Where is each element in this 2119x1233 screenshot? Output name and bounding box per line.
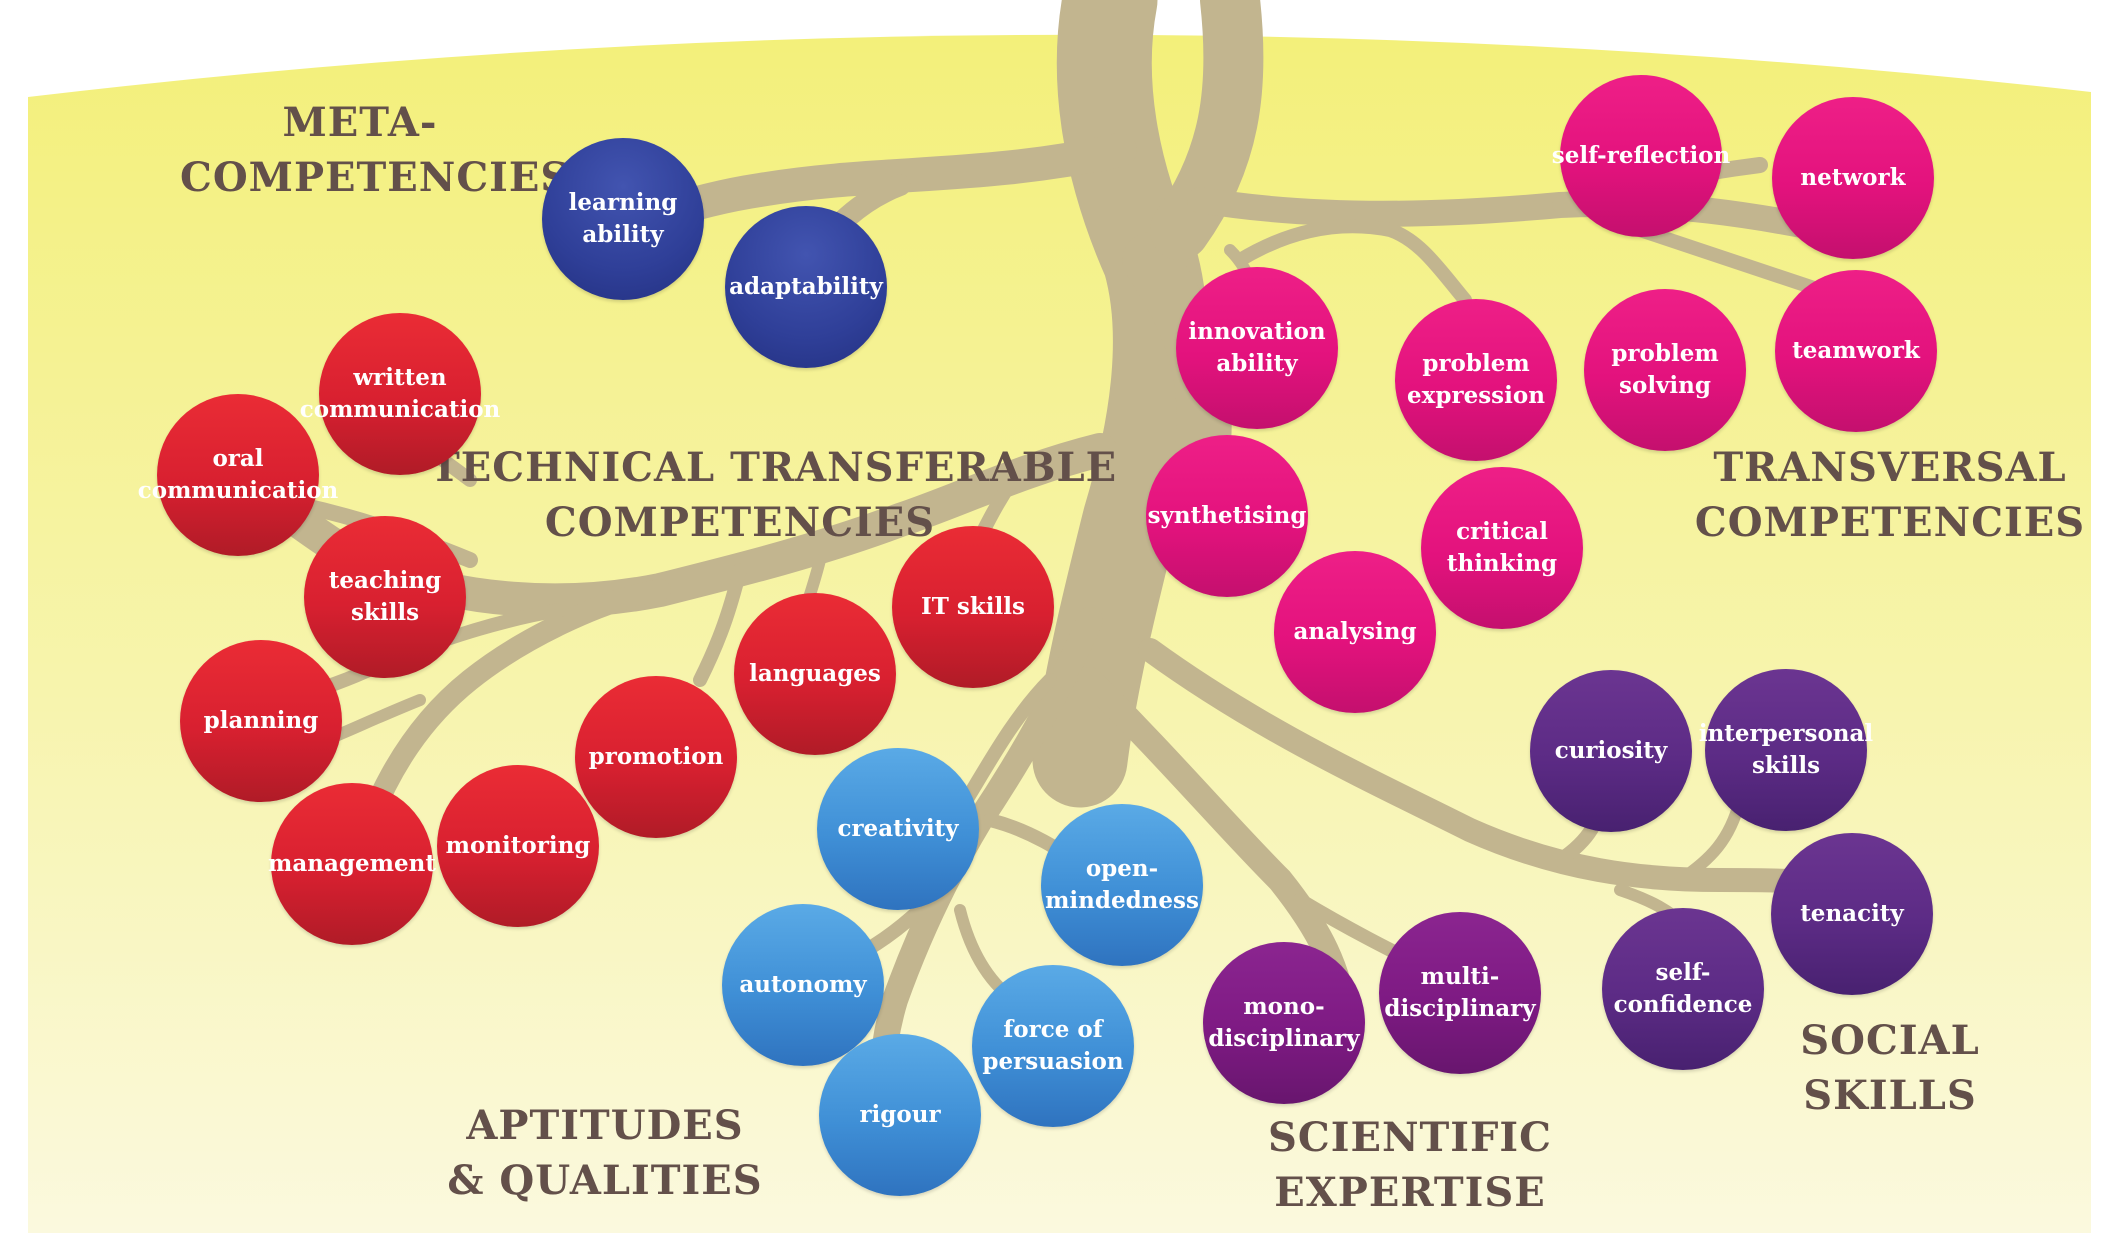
category-label-line: SKILLS xyxy=(1803,1072,1977,1119)
node-label-line: persuasion xyxy=(982,1048,1124,1075)
node-label-line: autonomy xyxy=(739,971,867,998)
node-label-line: problem xyxy=(1611,340,1719,367)
node-label-line: mindedness xyxy=(1045,887,1199,914)
node-force-of-persuasion: force of persuasion xyxy=(972,965,1134,1127)
node-label-line: network xyxy=(1800,164,1906,191)
node-label-line: IT skills xyxy=(921,593,1025,620)
node-label-line: solving xyxy=(1619,372,1711,399)
node-label-line: analysing xyxy=(1293,618,1417,645)
category-label-line: COMPETENCIES xyxy=(180,154,571,201)
category-label-line: EXPERTISE xyxy=(1274,1169,1546,1216)
node-planning: planning xyxy=(180,640,342,802)
node-label-line: critical xyxy=(1456,518,1548,545)
node-label-line: self- xyxy=(1655,959,1711,986)
node-critical-thinking: critical thinking xyxy=(1421,467,1583,629)
node-label-line: oral xyxy=(212,445,264,472)
node-label-line: thinking xyxy=(1446,550,1558,577)
node-analysing: analysing xyxy=(1274,551,1436,713)
node-label-line: skills xyxy=(1751,752,1821,779)
node-mono-disciplinary: mono- disciplinary xyxy=(1203,942,1365,1104)
node-label-line: management xyxy=(268,850,436,877)
category-technical-transferable-competencies: TECHNICAL TRANSFERABLE COMPETENCIES xyxy=(430,440,1118,550)
category-scientific-expertise: SCIENTIFIC EXPERTISE xyxy=(1240,1110,1580,1220)
category-label-line: COMPETENCIES xyxy=(1694,499,2086,546)
node-multi-disciplinary: multi- disciplinary xyxy=(1379,912,1541,1074)
node-curiosity: curiosity xyxy=(1530,670,1692,832)
category-label-line: TRANSVERSAL xyxy=(1713,444,2067,491)
node-learning-ability: learning ability xyxy=(542,138,704,300)
category-label-line: META- xyxy=(282,99,438,146)
node-oral-communication: oral communication xyxy=(138,394,338,556)
node-languages: languages xyxy=(734,593,896,755)
node-label-line: teamwork xyxy=(1792,337,1920,364)
node-label-line: mono- xyxy=(1243,993,1325,1020)
node-label-line: disciplinary xyxy=(1384,995,1536,1022)
category-transversal-competencies: TRANSVERSAL COMPETENCIES xyxy=(1690,440,2090,550)
node-it-skills: IT skills xyxy=(892,526,1054,688)
category-aptitudes-qualities: APTITUDES & QUALITIES xyxy=(420,1098,790,1208)
node-open-mindedness: open- mindedness xyxy=(1041,804,1203,966)
node-teaching-skills: teaching skills xyxy=(304,516,466,678)
node-label-line: expression xyxy=(1407,382,1545,409)
node-teamwork: teamwork xyxy=(1775,270,1937,432)
node-label-line: rigour xyxy=(859,1101,941,1128)
node-network: network xyxy=(1772,97,1934,259)
node-monitoring: monitoring xyxy=(437,765,599,927)
category-label-line: TECHNICAL TRANSFERABLE xyxy=(430,444,1118,491)
node-label-line: ability xyxy=(582,221,664,248)
node-label-line: innovation xyxy=(1188,318,1326,345)
node-label-line: force of xyxy=(1003,1016,1103,1043)
node-label-line: confidence xyxy=(1613,991,1753,1018)
node-innovation-ability: innovation ability xyxy=(1176,267,1338,429)
node-label-line: multi- xyxy=(1420,963,1500,990)
node-label-line: teaching xyxy=(328,567,442,594)
node-label-line: interpersonal xyxy=(1698,720,1874,747)
node-label-line: adaptability xyxy=(729,273,883,300)
node-label-line: self-reflection xyxy=(1551,142,1731,169)
node-label-line: learning xyxy=(568,189,678,216)
node-label-line: monitoring xyxy=(445,832,591,859)
node-label-line: tenacity xyxy=(1800,900,1904,927)
node-label-line: open- xyxy=(1085,855,1159,882)
node-label-line: planning xyxy=(203,707,319,734)
category-label-line: APTITUDES xyxy=(466,1102,744,1149)
node-label-line: written xyxy=(353,364,447,391)
node-label-line: communication xyxy=(137,477,339,504)
category-label-line: SCIENTIFIC xyxy=(1268,1114,1552,1161)
node-label-line: promotion xyxy=(588,743,724,770)
node-label-line: communication xyxy=(299,396,501,423)
node-label-line: ability xyxy=(1216,350,1298,377)
node-label-line: languages xyxy=(749,660,881,687)
node-written-communication: written communication xyxy=(300,313,500,475)
node-label-line: curiosity xyxy=(1554,737,1668,764)
category-label-line: & QUALITIES xyxy=(447,1157,763,1204)
node-self-reflection: self-reflection xyxy=(1552,75,1730,237)
node-label-line: synthetising xyxy=(1147,502,1307,529)
node-label-line: disciplinary xyxy=(1208,1025,1360,1052)
node-interpersonal-skills: interpersonal skills xyxy=(1699,669,1873,831)
node-autonomy: autonomy xyxy=(722,904,884,1066)
node-rigour: rigour xyxy=(819,1034,981,1196)
node-label-line: problem xyxy=(1422,350,1530,377)
node-synthetising: synthetising xyxy=(1146,435,1308,597)
category-social-skills: SOCIAL SKILLS xyxy=(1760,1013,2020,1123)
category-label-line: COMPETENCIES xyxy=(544,499,936,546)
node-management: management xyxy=(268,783,436,945)
node-problem-expression: problem expression xyxy=(1395,299,1557,461)
node-creativity: creativity xyxy=(817,748,979,910)
node-promotion: promotion xyxy=(575,676,737,838)
category-meta-competencies: META- COMPETENCIES xyxy=(180,95,571,205)
node-label-line: skills xyxy=(350,599,420,626)
node-label-line: creativity xyxy=(837,815,959,842)
node-adaptability: adaptability xyxy=(725,206,887,368)
category-label-line: SOCIAL xyxy=(1800,1017,1980,1064)
node-tenacity: tenacity xyxy=(1771,833,1933,995)
node-self-confidence: self- confidence xyxy=(1602,908,1764,1070)
node-problem-solving: problem solving xyxy=(1584,289,1746,451)
